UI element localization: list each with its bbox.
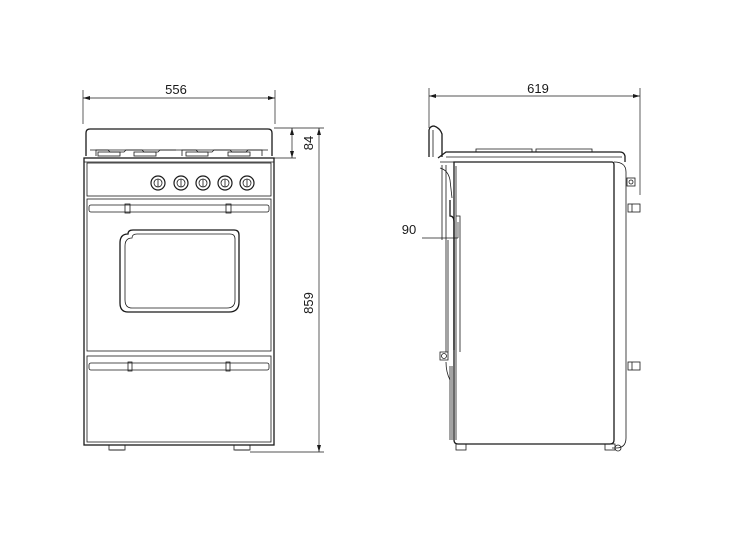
- front-feet: [108, 444, 251, 451]
- top-height-label: 84: [301, 136, 316, 150]
- lid-offset-label: 90: [402, 222, 416, 237]
- side-depth-label: 619: [527, 81, 549, 96]
- door-handle: [88, 203, 270, 214]
- oven-window: [119, 229, 240, 313]
- burner-grates: [95, 149, 263, 157]
- front-height-dimensions: 84 859: [250, 127, 324, 453]
- front-view: 556: [82, 82, 324, 453]
- storage-drawer: [86, 355, 272, 443]
- side-view: 619: [402, 81, 641, 452]
- side-body: [453, 161, 615, 445]
- lid-offset-dimension: 90: [402, 222, 459, 239]
- front-width-label: 556: [165, 82, 187, 97]
- side-feet: [455, 443, 622, 452]
- total-height-label: 859: [301, 292, 316, 314]
- control-panel: [86, 162, 272, 197]
- control-knobs: [150, 175, 255, 191]
- rear-fittings: [626, 177, 641, 371]
- side-door-profile: [449, 200, 455, 350]
- front-body: [83, 157, 275, 446]
- front-lid: [85, 128, 273, 156]
- side-depth-dimension: 619: [428, 81, 641, 195]
- drawer-handle: [88, 361, 270, 372]
- side-lid: [428, 125, 443, 157]
- side-top: [437, 151, 626, 162]
- oven-door: [86, 198, 272, 352]
- front-width-dimension: 556: [82, 82, 276, 124]
